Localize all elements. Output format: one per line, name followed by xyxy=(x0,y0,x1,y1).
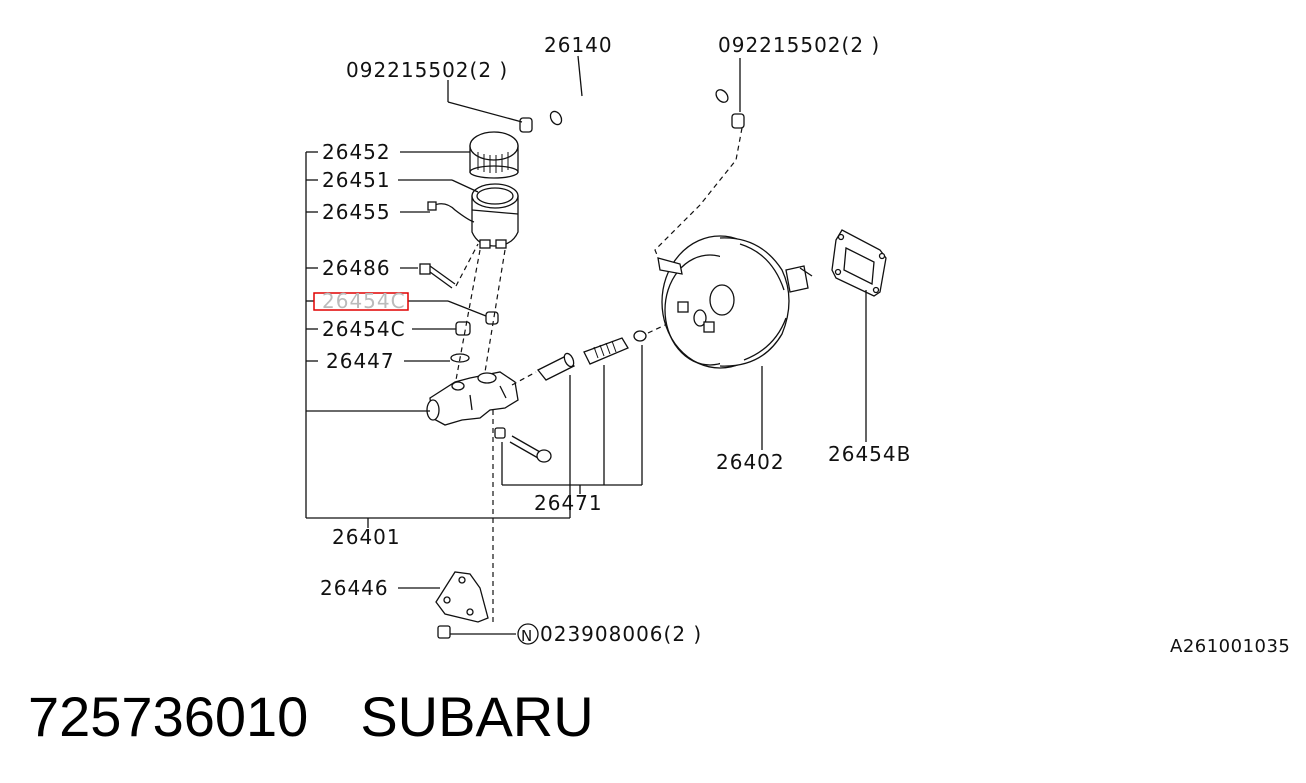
reservoir-cap-26452 xyxy=(469,131,519,179)
label-26452: 26452 xyxy=(322,140,391,164)
bolt-26486 xyxy=(419,263,456,289)
label-clip-right: 092215502(2 ) xyxy=(718,33,880,57)
reservoir-tank-26451 xyxy=(471,183,519,249)
level-sensor-26455 xyxy=(427,201,475,223)
label-26455: 26455 xyxy=(322,200,391,224)
label-26402: 26402 xyxy=(716,450,785,474)
label-26454b: 26454B xyxy=(828,442,911,466)
footer: 725736010 SUBARU xyxy=(28,684,594,749)
washer-and-bolt xyxy=(494,427,552,463)
piston-assembly-26471 xyxy=(536,330,647,381)
vacuum-hose-26140 xyxy=(549,54,729,126)
bracket-26446 xyxy=(435,571,489,623)
label-26446: 26446 xyxy=(320,576,389,600)
label-26140: 26140 xyxy=(544,33,613,57)
nut-023908006 xyxy=(437,625,451,639)
diagram-reference-code: A261001035 xyxy=(1170,636,1290,657)
label-26454c-highlighted: 26454C xyxy=(322,289,406,313)
brake-booster-26402 xyxy=(657,235,813,369)
grommet-26454c-upper xyxy=(485,311,499,325)
label-26471: 26471 xyxy=(534,491,603,515)
label-clip-left: 092215502(2 ) xyxy=(346,58,508,82)
label-26486: 26486 xyxy=(322,256,391,280)
grommet-26454c-lower xyxy=(455,321,471,336)
label-nut: 023908006(2 ) xyxy=(540,622,702,646)
label-26447: 26447 xyxy=(326,349,395,373)
label-26454c: 26454C xyxy=(322,317,406,341)
label-26451: 26451 xyxy=(322,168,391,192)
master-cylinder xyxy=(426,371,519,426)
hose-clip-right xyxy=(731,113,745,129)
brand-name: SUBARU xyxy=(360,685,594,748)
label-26401: 26401 xyxy=(332,525,401,549)
part-number: 725736010 xyxy=(28,685,309,748)
highlight-box xyxy=(313,292,409,311)
nut-n-circle-label: N xyxy=(521,627,532,645)
gasket-26454b xyxy=(831,229,887,297)
hose-clip-left xyxy=(519,117,533,133)
